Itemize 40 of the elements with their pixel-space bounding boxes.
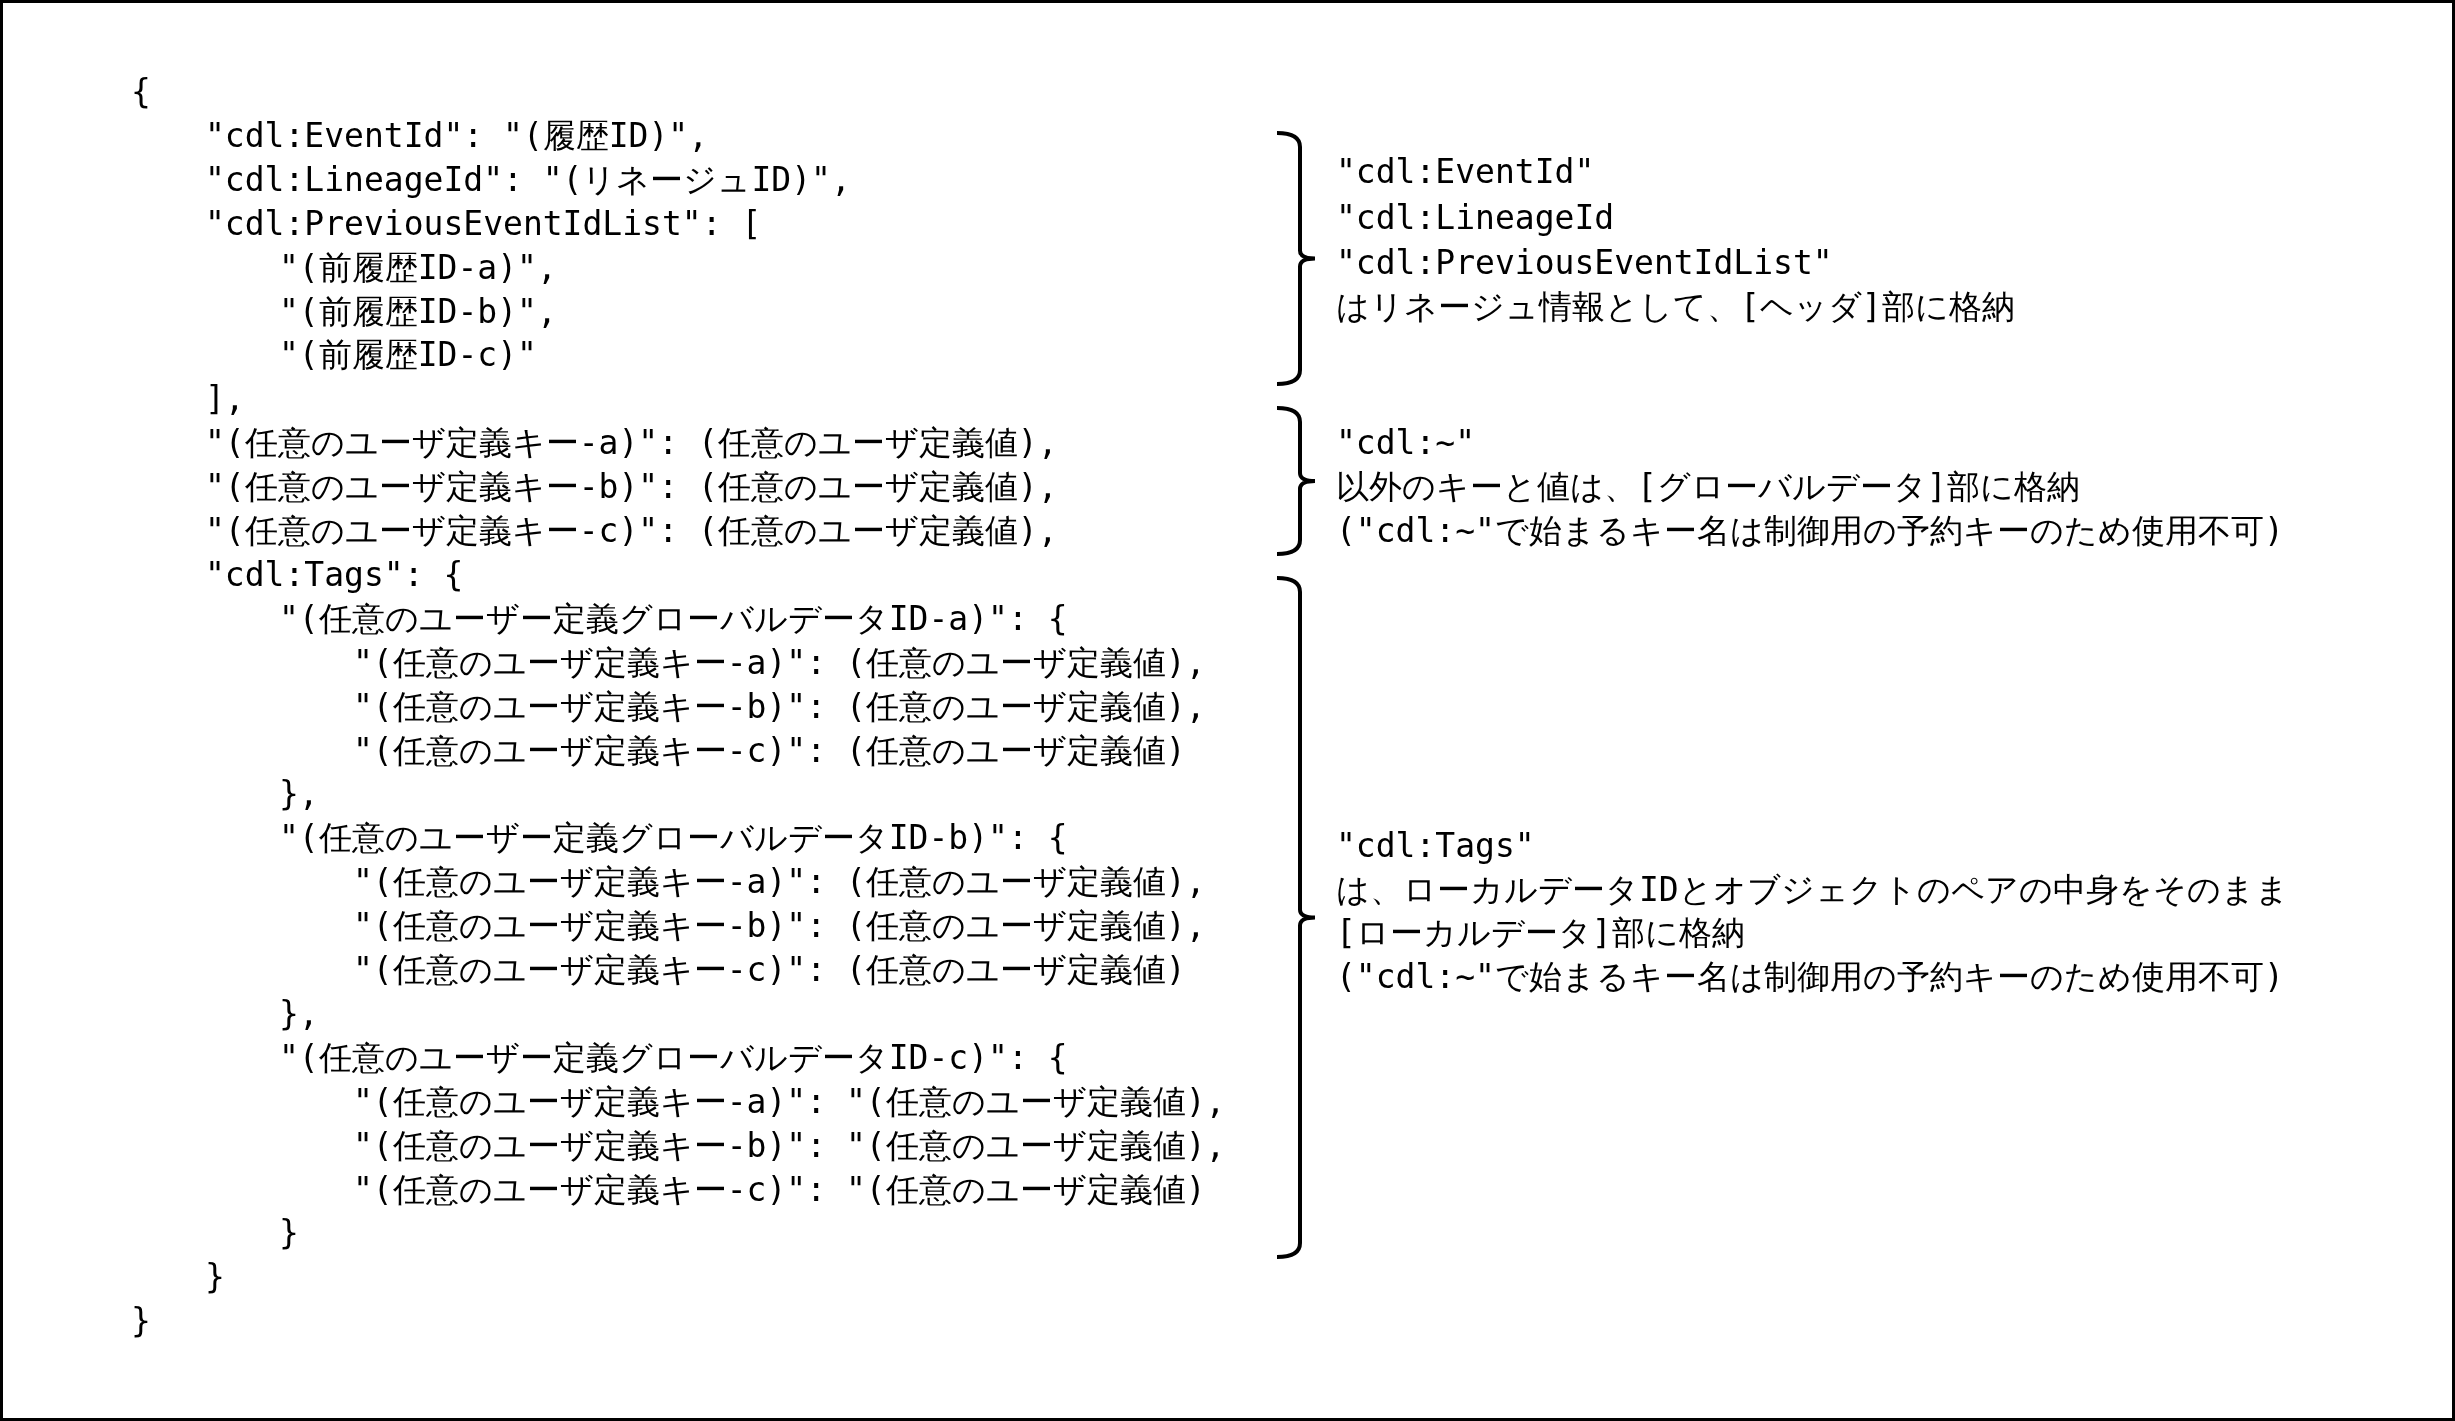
- annotation-text: "cdl:~": [1336, 423, 1476, 463]
- annotation-text: はリネージュ情報として、[ヘッダ]部に格納: [1336, 287, 2015, 327]
- code-line: "cdl:EventId": "(履歴ID)",: [205, 115, 709, 156]
- code-line: },: [279, 774, 319, 815]
- code-line: }: [279, 1213, 299, 1254]
- code-line: "(任意のユーザ定義キー-a)": (任意のユーザ定義値),: [353, 862, 1206, 903]
- code-line: }: [131, 1301, 151, 1342]
- code-line: "(任意のユーザ定義キー-c)": (任意のユーザ定義値),: [205, 511, 1058, 551]
- code-line: "(前履歴ID-c)": [279, 335, 537, 376]
- annotation-text: [ローカルデータ]部に格納: [1336, 913, 1745, 953]
- code-line: "(前履歴ID-a)",: [279, 247, 557, 288]
- code-line: "(任意のユーザ定義キー-c)": (任意のユーザ定義値): [353, 730, 1186, 771]
- annotation-text: ("cdl:~"で始まるキー名は制御用の予約キーのため使用不可): [1336, 511, 2284, 551]
- code-line: "(任意のユーザー定義グローバルデータID-a)": {: [279, 598, 1068, 639]
- code-line: {: [131, 72, 151, 112]
- code-line: "(任意のユーザー定義グローバルデータID-b)": {: [279, 818, 1068, 859]
- code-line: },: [279, 993, 319, 1034]
- annotation-text: 以外のキーと値は、[グローバルデータ]部に格納: [1336, 467, 2080, 507]
- code-line: "(任意のユーザ定義キー-a)": (任意のユーザ定義値),: [205, 423, 1058, 464]
- annotation-text: は、ローカルデータIDとオブジェクトのペアの中身をそのまま: [1336, 870, 2289, 910]
- code-line: "(任意のユーザ定義キー-b)": (任意のユーザ定義値),: [205, 467, 1058, 508]
- code-line: "(任意のユーザ定義キー-c)": "(任意のユーザ定義値): [353, 1169, 1206, 1210]
- code-line: "(任意のユーザ定義キー-c)": (任意のユーザ定義値): [353, 950, 1186, 990]
- annotation-text: "cdl:Tags": [1336, 826, 1535, 866]
- code-line: "(任意のユーザ定義キー-a)": (任意のユーザ定義値),: [353, 642, 1206, 683]
- code-line: "(任意のユーザ定義キー-b)": (任意のユーザ定義値),: [353, 686, 1206, 727]
- code-line: "cdl:LineageId": "(リネージュID)",: [205, 159, 851, 200]
- code-line: "cdl:Tags": {: [205, 554, 464, 595]
- annotation-text: "cdl:PreviousEventIdList": [1336, 243, 1833, 283]
- code-line: "(任意のユーザー定義グローバルデータID-c)": {: [279, 1037, 1068, 1078]
- annotation-text: "cdl:EventId": [1336, 152, 1595, 192]
- code-line: "cdl:PreviousEventIdList": [: [205, 203, 762, 244]
- annotation-text: ("cdl:~"で始まるキー名は制御用の予約キーのため使用不可): [1336, 957, 2284, 997]
- code-line: "(任意のユーザ定義キー-b)": (任意のユーザ定義値),: [353, 906, 1206, 947]
- code-line: ],: [205, 379, 245, 420]
- annotation-text: "cdl:LineageId: [1336, 198, 1615, 238]
- code-line: "(任意のユーザ定義キー-b)": "(任意のユーザ定義値),: [353, 1125, 1226, 1166]
- code-line: "(前履歴ID-b)",: [279, 291, 557, 332]
- code-line: }: [205, 1257, 225, 1298]
- code-line: "(任意のユーザ定義キー-a)": "(任意のユーザ定義値),: [353, 1081, 1226, 1122]
